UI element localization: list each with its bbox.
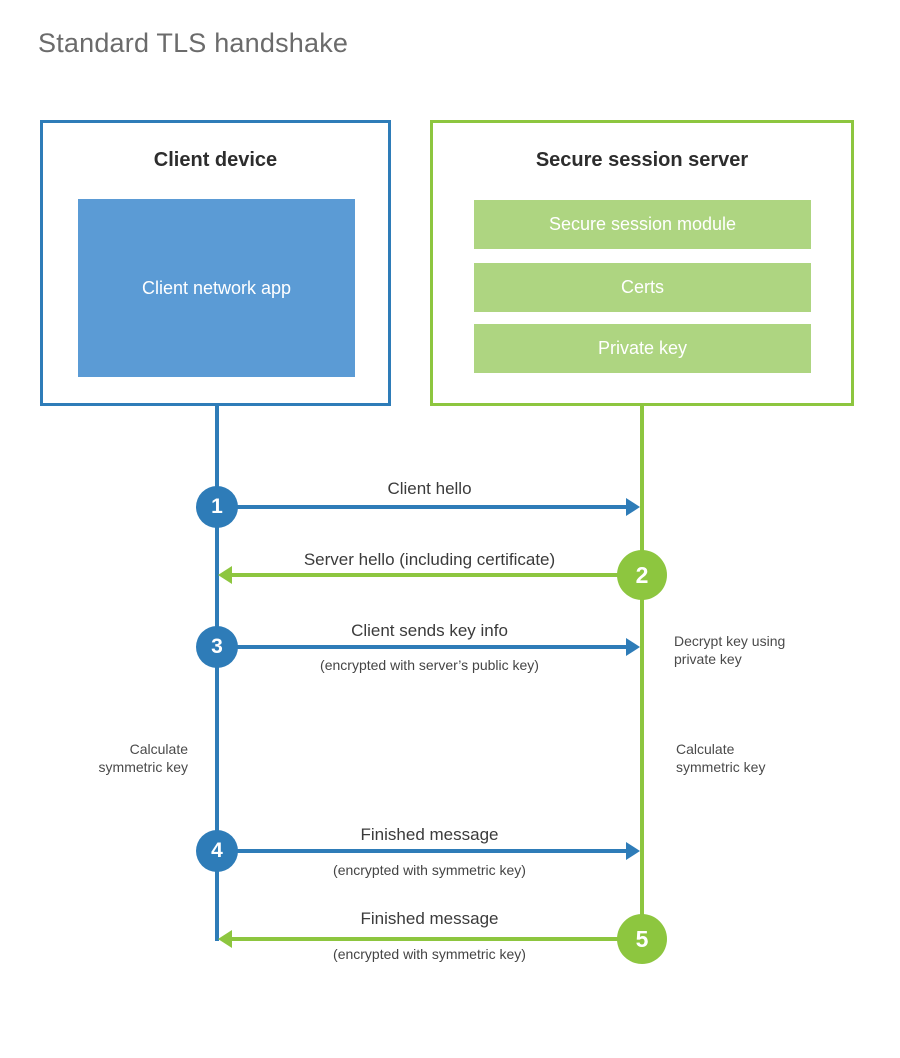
step-5-marker: 5 xyxy=(617,914,667,964)
arrow-head-right-icon xyxy=(626,498,640,516)
client-network-app-module: Client network app xyxy=(78,199,355,377)
step-1-arrow xyxy=(217,498,640,516)
client-lifeline xyxy=(215,404,219,941)
step-5-arrow xyxy=(218,930,627,948)
step-3-sublabel: (encrypted with server’s public key) xyxy=(320,657,539,673)
step-1-label: Client hello xyxy=(387,479,472,498)
server-calculate-symmetric-key-annotation: Calculate symmetric key xyxy=(676,740,856,776)
step-2-arrow xyxy=(218,566,627,584)
secure-session-server-box: Secure session server Secure session mod… xyxy=(430,120,854,406)
client-calculate-line-2: symmetric key xyxy=(98,759,188,776)
arrow-head-right-icon xyxy=(626,842,640,860)
step-4-marker: 4 xyxy=(196,830,238,872)
server-calculate-line-2: symmetric key xyxy=(676,759,766,776)
secure-session-module: Secure session module xyxy=(474,200,811,249)
server-calculate-line-1: Calculate xyxy=(676,741,735,757)
arrow-head-right-icon xyxy=(626,638,640,656)
page-title: Standard TLS handshake xyxy=(38,28,349,58)
client-device-title: Client device xyxy=(153,149,278,171)
step-2-marker: 2 xyxy=(617,550,667,600)
decrypt-key-annotation-line-1: Decrypt key using xyxy=(674,633,786,649)
step-5-sublabel: (encrypted with symmetric key) xyxy=(333,946,526,962)
arrow-head-left-icon xyxy=(218,566,232,584)
step-4-sublabel: (encrypted with symmetric key) xyxy=(333,862,526,878)
step-3-marker: 3 xyxy=(196,626,238,668)
step-4-label: Finished message xyxy=(360,825,499,844)
step-2-label: Server hello (including certificate) xyxy=(303,550,556,569)
arrow-head-left-icon xyxy=(218,930,232,948)
private-key-module: Private key xyxy=(474,324,811,373)
secure-session-server-title: Secure session server xyxy=(535,149,749,171)
client-device-box: Client device Client network app xyxy=(40,120,391,406)
step-4-arrow xyxy=(217,842,640,860)
step-3-label: Client sends key info xyxy=(351,621,508,640)
certs-module: Certs xyxy=(474,263,811,312)
server-lifeline xyxy=(640,404,644,941)
client-calculate-line-1: Calculate xyxy=(129,741,188,757)
decrypt-key-annotation-line-2: private key xyxy=(674,651,742,668)
decrypt-key-annotation: Decrypt key using private key xyxy=(674,632,854,668)
client-calculate-symmetric-key-annotation: Calculate symmetric key xyxy=(20,740,188,776)
step-1-marker: 1 xyxy=(196,486,238,528)
step-3-arrow xyxy=(217,638,640,656)
step-5-label: Finished message xyxy=(360,909,499,928)
